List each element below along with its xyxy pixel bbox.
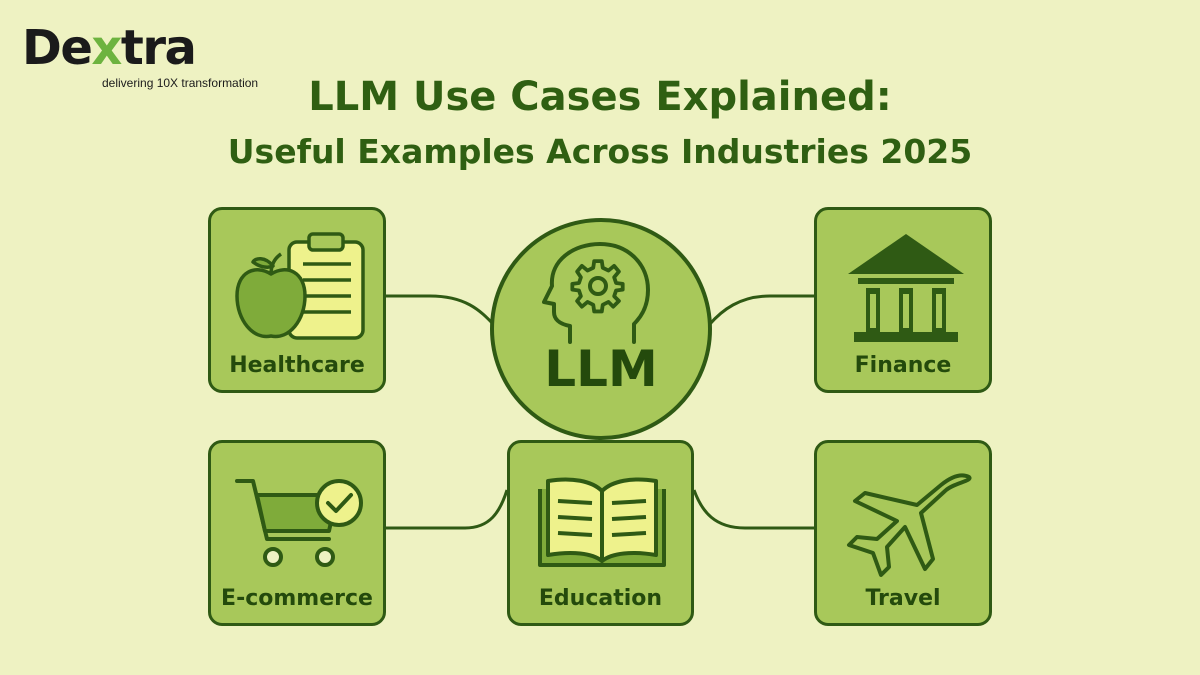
card-healthcare: Healthcare: [208, 207, 386, 393]
connector-finance: [707, 294, 816, 326]
llm-hub: LLM: [490, 218, 712, 440]
page-subtitle: Useful Examples Across Industries 2025: [227, 132, 973, 171]
airplane-icon: [847, 473, 972, 577]
node-label-ecommerce: E-commerce: [221, 586, 373, 611]
card-finance: Finance: [814, 207, 992, 393]
brand-tagline: delivering 10X transformation: [102, 76, 259, 90]
connector-ecommerce: [386, 489, 509, 530]
head-with-gear-icon: [542, 242, 650, 344]
bank-building-icon: [848, 234, 964, 342]
apple-clipboard-icon: [235, 232, 365, 340]
shopping-cart-check-icon: [235, 479, 363, 567]
connector-healthcare: [386, 294, 496, 327]
node-label-education: Education: [538, 586, 663, 611]
card-ecommerce: E-commerce: [208, 440, 386, 626]
hub-label: LLM: [544, 340, 658, 398]
card-education: Education: [507, 440, 694, 626]
open-book-icon: [538, 477, 666, 567]
connector-travel: [692, 489, 816, 530]
node-label-travel: Travel: [865, 586, 941, 611]
node-label-healthcare: Healthcare: [229, 353, 365, 378]
card-travel: Travel: [814, 440, 992, 626]
node-label-finance: Finance: [854, 353, 952, 378]
brand-logo: Dextra delivering 10X transformation: [22, 20, 262, 95]
brand-wordmark: Dextra: [22, 20, 197, 76]
page-title: LLM Use Cases Explained:: [308, 74, 892, 120]
